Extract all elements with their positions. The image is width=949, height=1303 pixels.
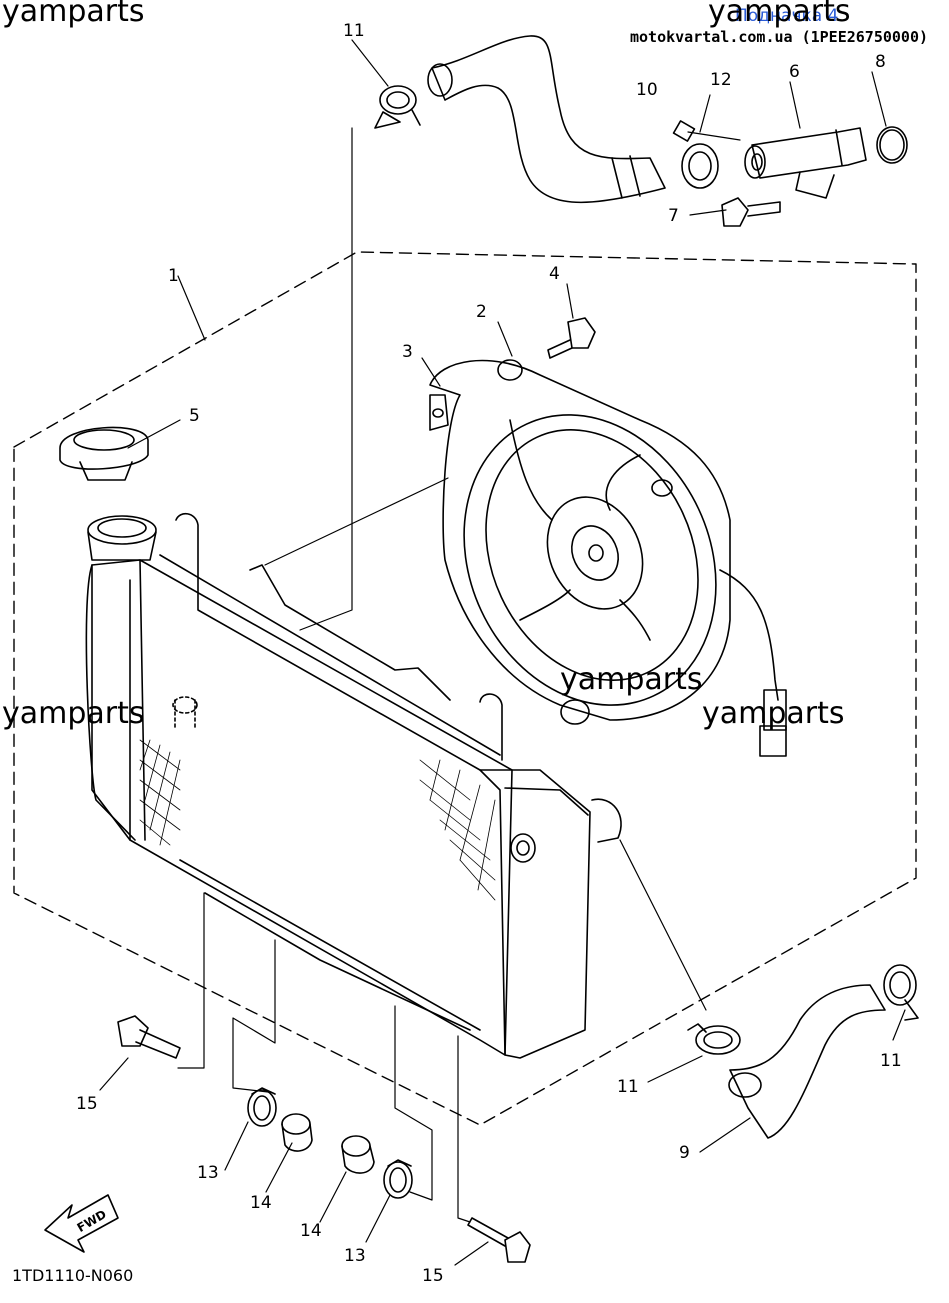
callout-9: 9 bbox=[679, 1143, 690, 1163]
watermark: yamparts bbox=[560, 662, 703, 697]
o-ring-8 bbox=[876, 126, 908, 164]
callout-15-right: 15 bbox=[422, 1266, 444, 1286]
clamp-lower-left bbox=[687, 1023, 741, 1055]
grommet-13-left bbox=[247, 1087, 277, 1127]
collar-14-right bbox=[341, 1135, 375, 1174]
radiator-core bbox=[85, 512, 513, 1056]
bolt-7 bbox=[721, 197, 781, 227]
callout-1: 1 bbox=[168, 266, 179, 286]
pipe-6 bbox=[744, 127, 867, 199]
callout-13-left: 13 bbox=[197, 1163, 219, 1183]
callout-12: 12 bbox=[710, 70, 732, 90]
upper-hose bbox=[427, 35, 666, 204]
callout-13-right: 13 bbox=[344, 1246, 366, 1266]
callout-15-left: 15 bbox=[76, 1094, 98, 1114]
clamp-top bbox=[374, 85, 421, 129]
watermark: yamparts bbox=[702, 696, 845, 731]
bolt-4 bbox=[547, 317, 596, 359]
bolt-15-right bbox=[467, 1217, 531, 1263]
callout-3: 3 bbox=[402, 342, 413, 362]
diagram-code: 1TD1110-N060 bbox=[12, 1266, 134, 1285]
watermark: yamparts bbox=[2, 0, 145, 29]
radiator-right-tank bbox=[479, 769, 622, 1059]
filler-neck bbox=[87, 515, 157, 561]
clamp-12 bbox=[672, 120, 719, 189]
callout-7: 7 bbox=[668, 206, 679, 226]
callout-11-top: 11 bbox=[343, 21, 365, 41]
callout-14-right: 14 bbox=[300, 1221, 322, 1241]
callout-2: 2 bbox=[476, 302, 487, 322]
fwd-arrow bbox=[44, 1194, 119, 1253]
callout-5: 5 bbox=[189, 406, 200, 426]
callout-11-lower-right: 11 bbox=[880, 1051, 902, 1071]
bolt-15-left bbox=[117, 1015, 181, 1059]
callout-4: 4 bbox=[549, 264, 560, 284]
lower-hose bbox=[728, 984, 886, 1139]
collar-14-left bbox=[281, 1113, 313, 1152]
fan-assembly bbox=[429, 359, 787, 757]
header-site-text: motokvartal.com.ua (1PEE26750000) bbox=[630, 28, 929, 46]
watermark: yamparts bbox=[2, 696, 145, 731]
callout-11-lower-left: 11 bbox=[617, 1077, 639, 1097]
reference-lines bbox=[99, 39, 906, 1266]
radiator-fins bbox=[139, 739, 496, 901]
callout-10: 10 bbox=[636, 80, 658, 100]
clamp-lower-right bbox=[883, 964, 919, 1021]
callout-14-left: 14 bbox=[250, 1193, 272, 1213]
header-link[interactable]: Подначка 4 bbox=[735, 6, 839, 26]
assembly-outline bbox=[13, 251, 917, 1126]
callout-8: 8 bbox=[875, 52, 886, 72]
radiator-cap bbox=[59, 426, 149, 481]
grommet-13-right bbox=[383, 1159, 413, 1199]
callout-6: 6 bbox=[789, 62, 800, 82]
watermark: yamparts bbox=[708, 0, 851, 29]
